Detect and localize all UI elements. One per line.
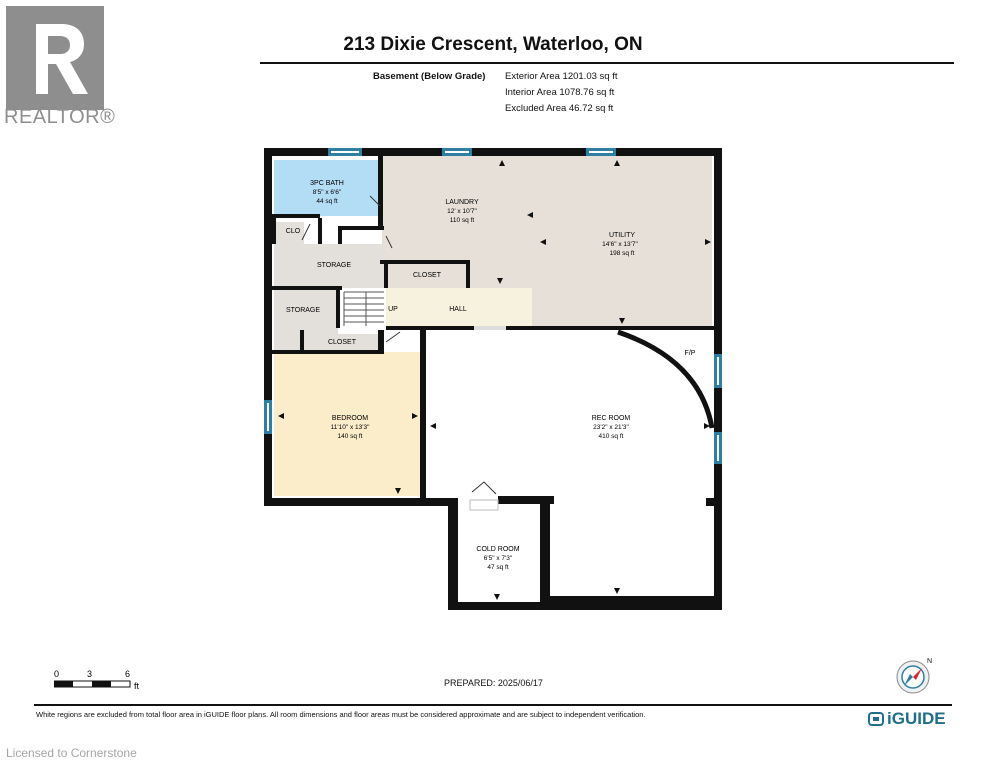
closet-label-1: CLOSET: [413, 272, 442, 279]
utility-area: 198 sq ft: [610, 250, 635, 257]
hall-fill: [384, 288, 532, 326]
disclaimer-text: White regions are excluded from total fl…: [36, 710, 646, 719]
compass-icon: N: [894, 656, 936, 701]
interior-area: Interior Area 1078.76 sq ft: [505, 87, 615, 98]
hall-label: HALL: [449, 306, 467, 313]
page-title: 213 Dixie Crescent, Waterloo, ON: [343, 34, 643, 55]
utility-dims: 14'6" x 13'7": [602, 241, 638, 248]
cold-room-dims: 6'5" x 7'3": [484, 555, 513, 562]
laundry-label: LAUNDRY: [445, 199, 479, 206]
svg-text:N: N: [927, 658, 932, 665]
rec-room-area: 410 sq ft: [599, 433, 624, 440]
rec-room-dims: 23'2" x 21'3": [593, 424, 629, 431]
footer-divider: [34, 704, 952, 706]
storage-label-1: STORAGE: [317, 262, 351, 269]
storage-upper-fill: [274, 244, 386, 288]
laundry-area: 110 sq ft: [450, 217, 475, 224]
bath-area: 44 sq ft: [316, 198, 338, 205]
bath-dims: 8'5" x 6'6": [313, 189, 342, 196]
level-label: Basement (Below Grade): [373, 71, 486, 82]
rec-room-label: REC ROOM: [592, 415, 631, 422]
exterior-area: Exterior Area 1201.03 sq ft: [505, 71, 618, 82]
scale-bar: 0 3 6 ft: [53, 668, 154, 697]
excluded-area: Excluded Area 46.72 sq ft: [505, 103, 614, 114]
clo-label: CLO: [286, 228, 301, 235]
license-watermark: Licensed to Cornerstone: [6, 746, 137, 760]
bedroom-fill: [274, 352, 420, 496]
scale-unit: ft: [134, 681, 140, 691]
laundry-dims: 12' x 10'7": [447, 208, 477, 215]
utility-label: UTILITY: [609, 232, 635, 239]
scale-label-0: 0: [54, 669, 59, 679]
cold-room-label: COLD ROOM: [476, 546, 519, 553]
realtor-logo-text: REALTOR®: [4, 106, 116, 128]
bath-label: 3PC BATH: [310, 180, 344, 187]
iguide-logo: iGUIDE: [868, 709, 946, 729]
stairs-up-label: UP: [388, 306, 398, 313]
storage-label-2: STORAGE: [286, 307, 320, 314]
scale-label-6: 6: [125, 669, 130, 679]
bedroom-label: BEDROOM: [332, 415, 368, 422]
header-divider: [260, 62, 954, 64]
scale-label-3: 3: [87, 669, 92, 679]
closet-label-2: CLOSET: [328, 339, 357, 346]
prepared-date: PREPARED: 2025/06/17: [444, 678, 543, 688]
fireplace-label: F/P: [685, 350, 696, 357]
bath-fill: [274, 160, 380, 216]
bedroom-dims: 11'10" x 13'3": [331, 424, 370, 431]
iguide-icon: [868, 712, 884, 726]
bedroom-area: 140 sq ft: [338, 433, 363, 440]
iguide-brand-text: iGUIDE: [887, 709, 946, 728]
cold-room-area: 47 sq ft: [487, 564, 509, 571]
realtor-logo-icon: [6, 6, 104, 110]
